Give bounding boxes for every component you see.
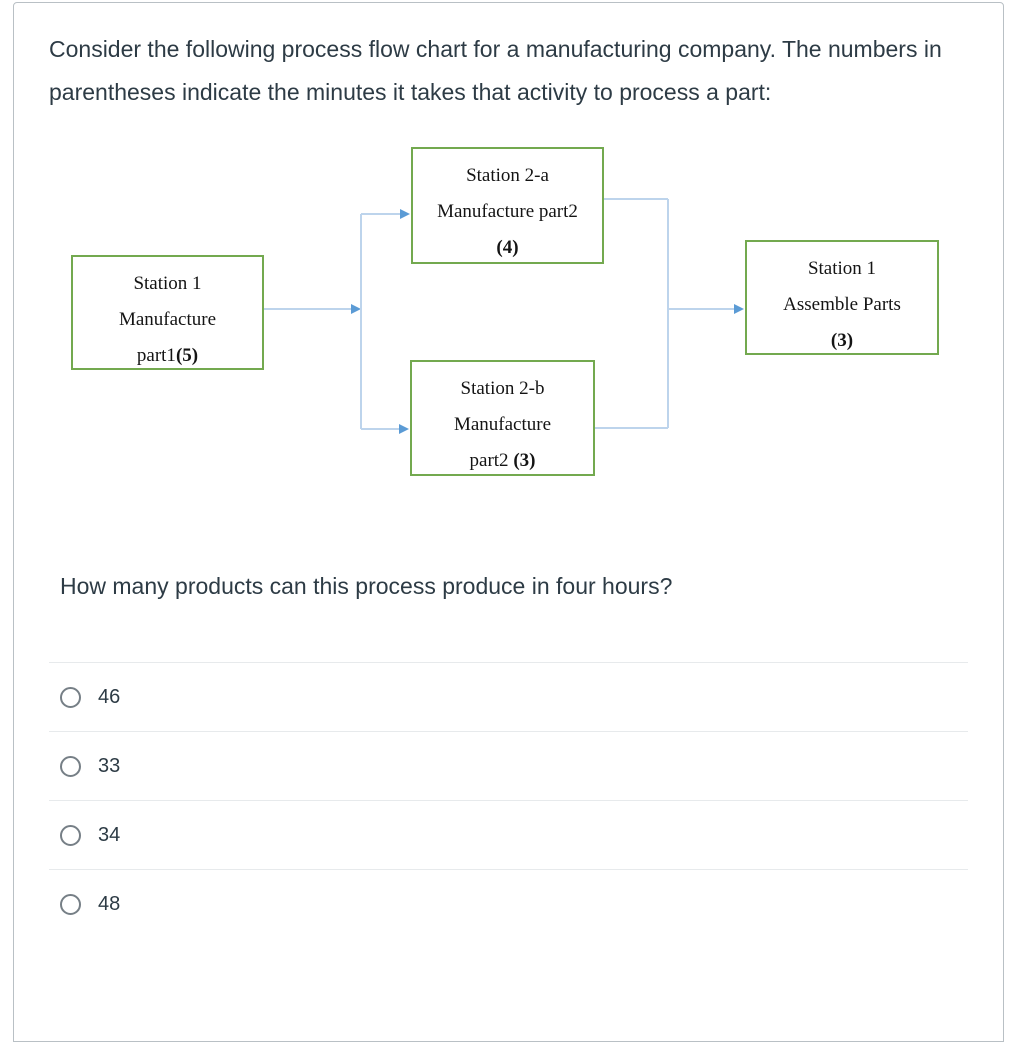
- box-title: Station 2-a: [466, 165, 549, 186]
- answer-option[interactable]: 48: [49, 869, 968, 938]
- flow-box-station2b-manufacture: Station 2-b Manufacture part2 (3): [410, 360, 595, 476]
- flow-box-station1-assemble: Station 1 Assemble Parts (3): [745, 240, 939, 355]
- box-minutes: (5): [175, 345, 199, 366]
- box-detail-text: part2: [469, 450, 514, 471]
- flow-box-station2a-manufacture: Station 2-a Manufacture part2 (4): [411, 147, 604, 264]
- question-prompt-text: How many products can this process produ…: [60, 573, 673, 599]
- flow-box-station1-manufacture: Station 1 Manufacture part1(5): [71, 255, 264, 370]
- radio-button[interactable]: [60, 686, 81, 708]
- box-detail: part1(5): [73, 338, 262, 374]
- box-activity: Assemble Parts: [783, 294, 901, 315]
- box-detail: part2 (3): [412, 443, 593, 479]
- box-title: Station 2-b: [460, 378, 545, 399]
- box-detail-text: part1: [136, 345, 176, 366]
- answer-option[interactable]: 34: [49, 800, 968, 869]
- radio-button[interactable]: [60, 824, 81, 846]
- box-detail: (3): [747, 323, 937, 359]
- box-activity: Manufacture part2: [437, 201, 578, 222]
- question-card: Consider the following process flow char…: [13, 2, 1004, 1042]
- answer-option[interactable]: 46: [49, 662, 968, 731]
- answer-options: 46 33 34 48: [49, 662, 968, 938]
- box-activity: Manufacture: [453, 414, 552, 435]
- box-title: Station 1: [133, 273, 202, 294]
- box-activity: Manufacture: [118, 309, 217, 330]
- box-minutes: (3): [513, 450, 536, 471]
- box-minutes: (3): [830, 330, 854, 351]
- flow-connectors: [264, 198, 744, 434]
- answer-option[interactable]: 33: [49, 731, 968, 800]
- radio-button[interactable]: [60, 755, 81, 777]
- answer-option-label: 48: [98, 892, 121, 915]
- box-detail: (4): [413, 230, 602, 266]
- radio-button[interactable]: [60, 893, 81, 915]
- answer-option-label: 46: [98, 685, 121, 708]
- box-title: Station 1: [807, 258, 877, 279]
- box-minutes: (4): [496, 237, 519, 258]
- question-intro-text: Consider the following process flow char…: [49, 36, 942, 105]
- answer-option-label: 34: [98, 823, 121, 846]
- answer-option-label: 33: [98, 754, 121, 777]
- process-flow-chart: Station 1 Manufacture part1(5) Station 2…: [49, 147, 971, 477]
